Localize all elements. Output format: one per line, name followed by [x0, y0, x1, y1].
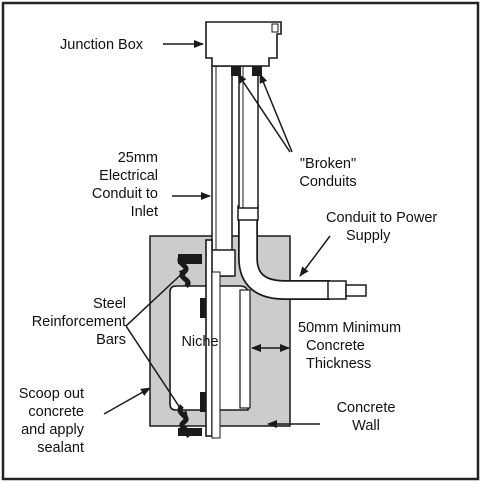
junction-box: [205, 21, 282, 76]
label-scoop-4: sealant: [37, 440, 84, 456]
label-scoop-3: and apply: [21, 422, 85, 438]
label-steel-bars-1: Steel: [93, 296, 126, 312]
label-steel-bars-3: Bars: [96, 332, 126, 348]
label-concrete-wall-1: Concrete: [337, 400, 396, 416]
arrow-broken-conduit-2: [259, 73, 293, 153]
label-niche: Niche: [181, 334, 218, 350]
electrical-conduit-to-inlet: [208, 65, 236, 277]
label-min-thickness-1: 50mm Minimum: [298, 320, 401, 336]
label-broken-conduits-2: Conduits: [299, 174, 356, 190]
label-scoop-2: concrete: [28, 404, 84, 420]
label-min-thickness-2: Concrete: [306, 338, 365, 354]
label-concrete-wall-2: Wall: [352, 418, 380, 434]
niche-housing: [169, 239, 251, 439]
label-broken-conduits-1: "Broken": [300, 156, 356, 172]
arrow-broken-conduit-1: [237, 73, 291, 153]
arrow-power-conduit: [299, 235, 331, 277]
annotation-arrows: [103, 40, 331, 428]
label-electrical-conduit-1: 25mm: [118, 150, 158, 166]
label-scoop-1: Scoop out: [19, 386, 84, 402]
arrow-scoop: [103, 387, 151, 415]
label-electrical-conduit-3: Conduit to: [92, 186, 158, 202]
broken-conduit-right: [238, 65, 259, 209]
label-conduit-power-2: Supply: [346, 228, 391, 244]
label-min-thickness-3: Thickness: [306, 356, 371, 372]
power-supply-conduit: [237, 205, 367, 300]
label-electrical-conduit-4: Inlet: [131, 204, 158, 220]
arrow-steel-bar-1: [125, 267, 189, 327]
label-junction-box: Junction Box: [60, 37, 144, 53]
label-electrical-conduit-2: Electrical: [99, 168, 158, 184]
label-conduit-power-1: Conduit to Power: [326, 210, 437, 226]
arrow-steel-bar-2: [125, 325, 189, 421]
label-steel-bars-2: Reinforcement: [32, 314, 126, 330]
